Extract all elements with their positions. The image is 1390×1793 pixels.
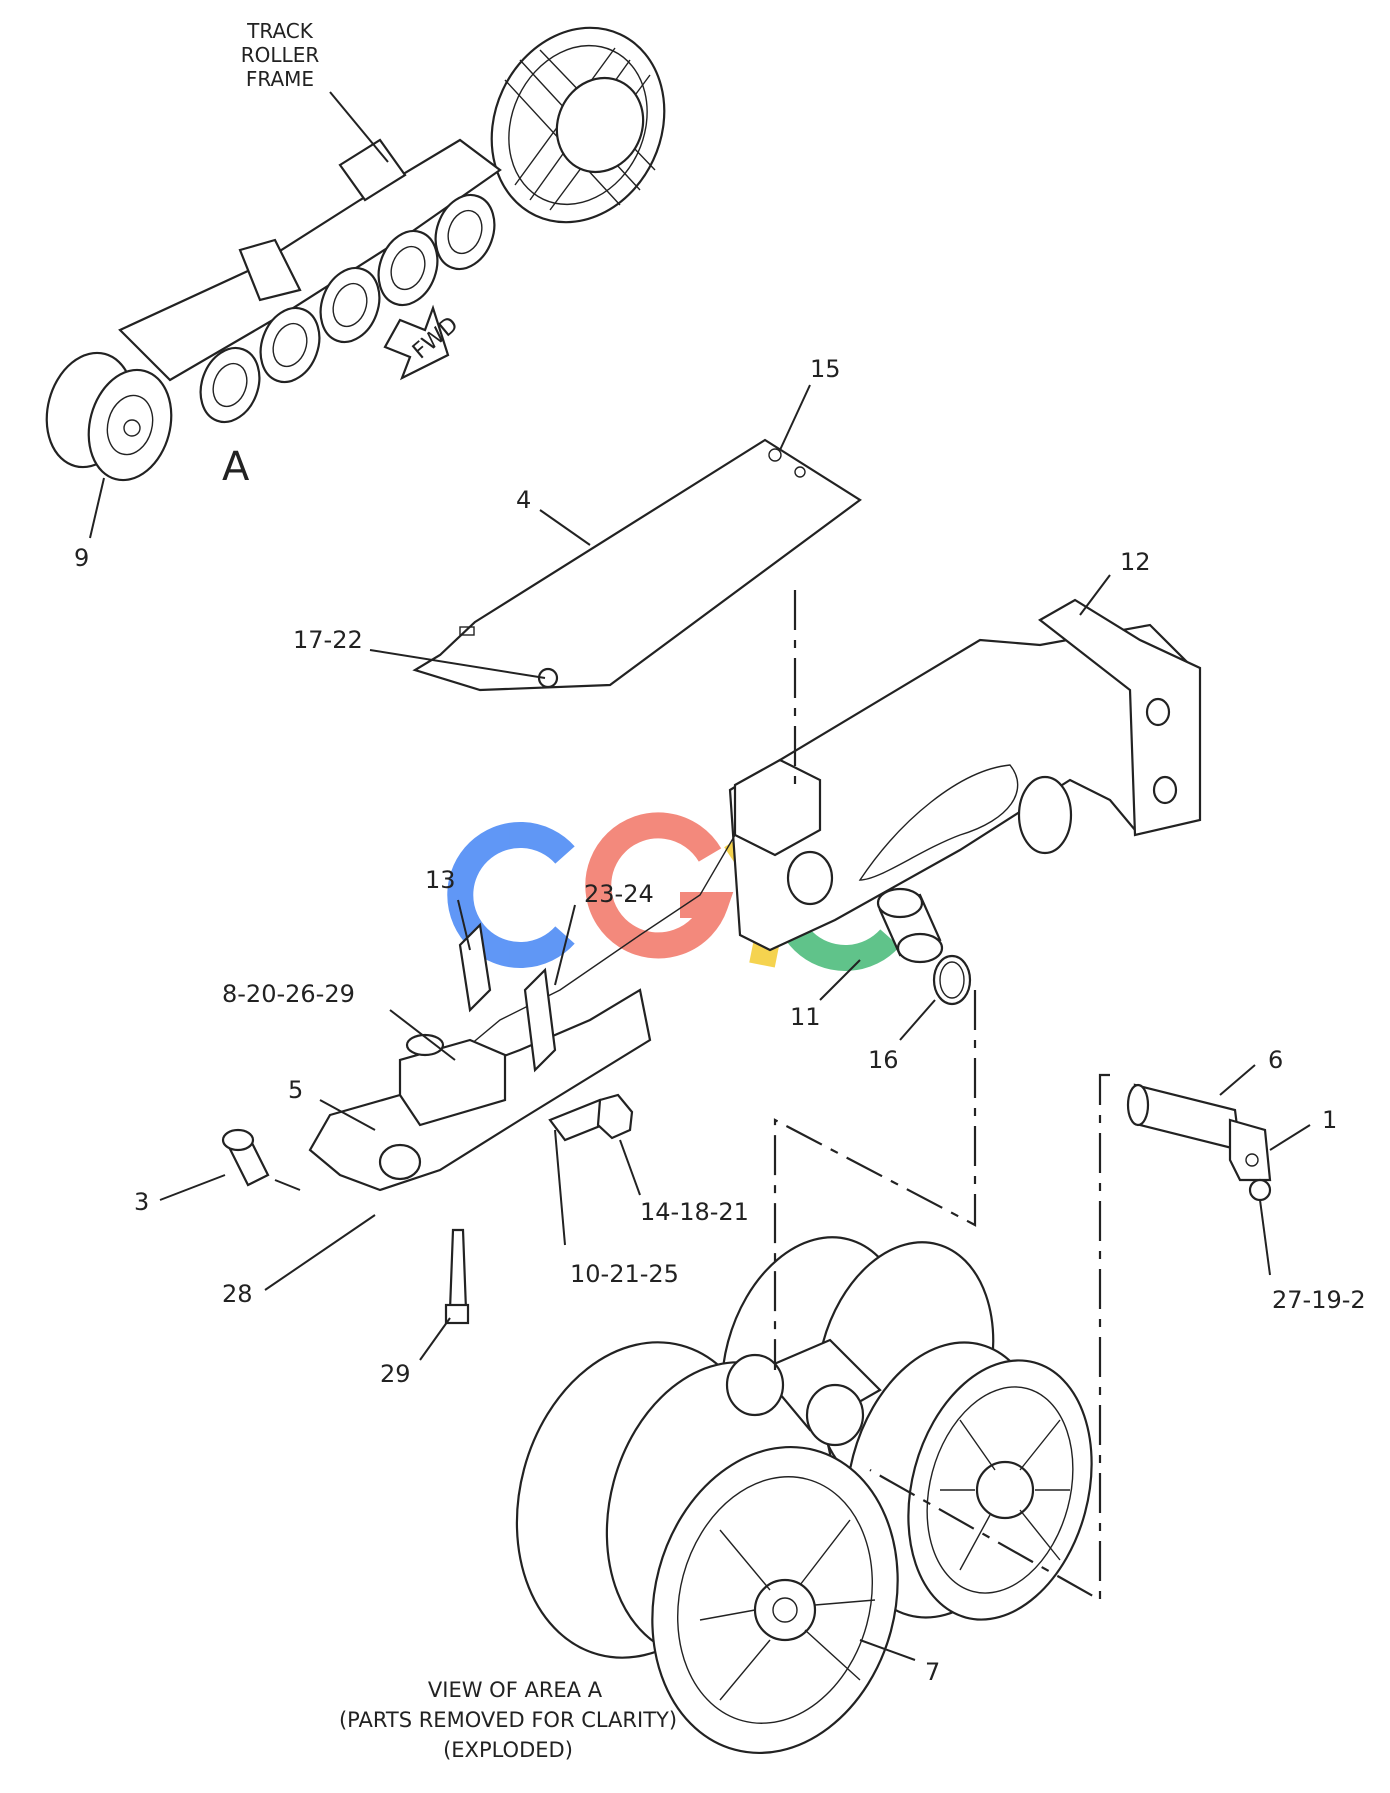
- callout-10-21-25: 10-21-25: [570, 1260, 679, 1288]
- pin-6: [1126, 1083, 1272, 1202]
- callout-16: 16: [868, 1046, 899, 1074]
- callout-29: 29: [380, 1360, 411, 1388]
- callout-27-19-2: 27-19-2: [1272, 1286, 1366, 1314]
- callout-17-22: 17-22: [293, 626, 363, 654]
- callout-9: 9: [74, 544, 89, 572]
- callout-8-20-26-29: 8-20-26-29: [222, 980, 355, 1008]
- leader-lines: [159, 384, 1311, 1661]
- equalizer-bar-frame: [469, 598, 1202, 1046]
- callout-15: 15: [810, 355, 841, 383]
- assembly-centerlines: [773, 590, 1110, 1602]
- caption-line1: VIEW OF AREA A: [428, 1678, 603, 1702]
- callout-11: 11: [790, 1003, 821, 1031]
- callout-23-24: 23-24: [584, 880, 654, 908]
- callout-13: 13: [425, 866, 456, 894]
- callout-6: 6: [1268, 1046, 1283, 1074]
- area-a-label: A: [222, 444, 250, 490]
- track-roller-frame-label-line3: FRAME: [246, 67, 314, 91]
- bolt-29: [444, 1228, 470, 1325]
- callout-5: 5: [288, 1076, 303, 1104]
- track-roller-frame-label-line1: TRACK: [246, 19, 314, 43]
- bolt-14: [548, 1093, 634, 1142]
- track-roller-frame-label-line2: ROLLER: [241, 43, 320, 67]
- seal-ring-16: [932, 954, 972, 1006]
- callout-7: 7: [925, 1658, 940, 1686]
- cover-plate: [412, 438, 862, 692]
- bogie-link: [308, 922, 652, 1192]
- track-roller-frame-overview: [45, 26, 666, 482]
- callout-4: 4: [516, 486, 531, 514]
- callout-14-18-21: 14-18-21: [640, 1198, 749, 1226]
- callout-1: 1: [1322, 1106, 1337, 1134]
- caption-line2: (PARTS REMOVED FOR CLARITY): [339, 1708, 677, 1732]
- forward-arrow-icon: FWD: [383, 304, 463, 381]
- caption-line3: (EXPLODED): [443, 1738, 573, 1762]
- callout-28: 28: [222, 1280, 253, 1308]
- callout-12: 12: [1120, 548, 1151, 576]
- bushing-11: [876, 887, 944, 964]
- roller-wheels: [515, 1236, 1093, 1755]
- pin-3: [221, 1128, 270, 1187]
- callout-3: 3: [134, 1188, 149, 1216]
